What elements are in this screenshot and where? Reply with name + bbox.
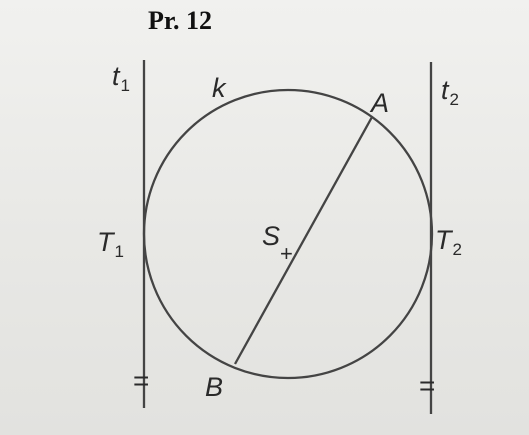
label-a: A [369,88,389,118]
label-b: B [205,372,223,402]
diameter-ab [233,116,374,365]
circle-k [142,88,434,380]
label-t1-point: T1 [97,227,124,261]
parallel-mark-t2: = [419,370,435,401]
label-k: k [212,73,227,103]
center-mark: + [280,241,293,266]
label-t2-point: T2 [435,225,462,259]
label-t1: t1 [112,61,130,95]
label-t2: t2 [441,75,459,109]
parallel-mark-t1: = [133,365,149,396]
figure-title: Pr. 12 [148,6,213,35]
label-s: S [262,221,280,251]
